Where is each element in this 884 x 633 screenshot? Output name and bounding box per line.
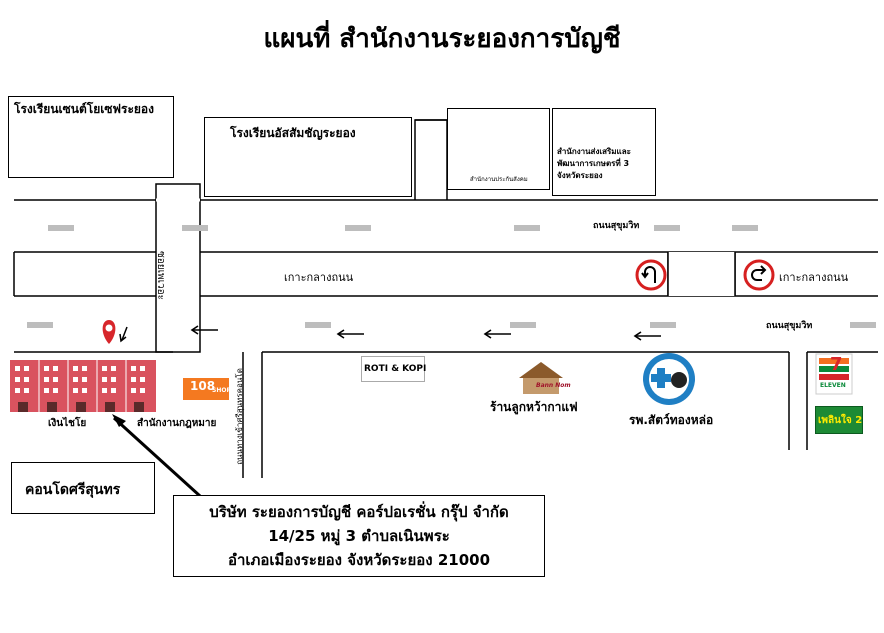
sso-caption: สำนักงานประกันสังคม xyxy=(470,176,528,183)
ngern-label: เงินไชโย xyxy=(48,418,87,429)
vet-logo-icon xyxy=(643,353,695,405)
vet-label: รพ.สัตว์ทองหล่อ xyxy=(629,413,714,427)
location-pin-icon xyxy=(102,320,128,344)
page-title: แผนที่ สำนักงานระยองการบัญชี xyxy=(263,24,621,54)
agri-label-3: จังหวัดระยอง xyxy=(557,171,603,180)
108-shop-sign-icon xyxy=(183,378,229,400)
108-sign-sub: SHOP xyxy=(212,387,231,394)
condo-box xyxy=(11,462,155,514)
school2-box xyxy=(204,117,412,197)
uturn-sign-right-icon xyxy=(743,259,775,291)
condo-label: คอนโดศรีสุนทร xyxy=(25,482,121,498)
cafe-sign-text: Bann Nom xyxy=(536,382,571,389)
school1-label: โรงเรียนเซนต์โยเซฟระยอง xyxy=(14,102,154,116)
roti-sign xyxy=(361,356,425,382)
road-vertical-label: ถนนทางเข้าศรีสุนทรคอนโด xyxy=(234,368,244,465)
soi-vertical-label: ซอยเพเวอะ xyxy=(155,250,167,301)
law-office-label: สำนักงานกฎหมาย xyxy=(137,418,217,429)
address-line-3: อำเภอเมืองระยอง จังหวัดระยอง 21000 xyxy=(227,551,491,569)
sso-box xyxy=(447,108,550,190)
cafe-logo-icon xyxy=(519,362,563,394)
plernjai-label: เพลินใจ 2 xyxy=(818,415,863,426)
address-line-2: 14/25 หมู่ 3 ตำบลเนินพระ xyxy=(268,527,450,545)
uturn-sign-left-icon xyxy=(635,259,667,291)
school1-box xyxy=(8,96,174,178)
agri-label-1: สำนักงานส่งเสริมและ xyxy=(557,147,631,156)
shophouse-block-icon xyxy=(10,360,156,412)
island-right-label: เกาะกลางถนน xyxy=(779,271,849,284)
cafe-label: ร้านลูกหว้ากาแฟ xyxy=(490,400,578,414)
agri-box xyxy=(552,108,656,196)
sukhumvit-top-label: ถนนสุขุมวิท xyxy=(593,221,640,231)
address-box: บริษัท ระยองการบัญชี คอร์ปอเรชั่น กรุ๊ป … xyxy=(173,495,545,577)
school2-label: โรงเรียนอัสสัมชัญระยอง xyxy=(230,126,356,140)
plernjai-sign xyxy=(815,406,863,434)
agri-label-2: พัฒนาการเกษตรที่ 3 xyxy=(557,159,630,168)
seven-eleven-logo-icon xyxy=(815,353,853,395)
seven-number: 7 xyxy=(830,354,843,375)
address-line-1: บริษัท ระยองการบัญชี คอร์ปอเรชั่น กรุ๊ป … xyxy=(209,503,509,521)
108-sign-text: 108 xyxy=(190,379,216,393)
sukhumvit-bottom-label: ถนนสุขุมวิท xyxy=(766,321,813,331)
roti-label: ROTI & KOPI xyxy=(364,364,427,374)
seven-text: ELEVEN xyxy=(820,382,846,389)
island-left-label: เกาะกลางถนน xyxy=(284,271,354,284)
